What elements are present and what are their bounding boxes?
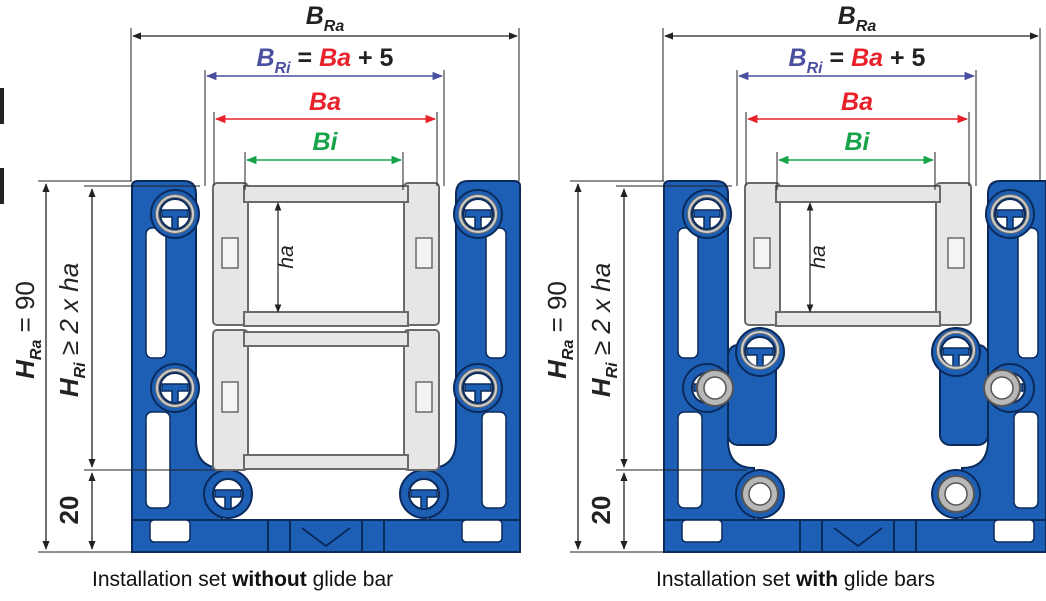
right-hra-label: HRa = 90 (542, 281, 577, 379)
left-caption: Installation set without glide bar (92, 568, 393, 592)
right-caption-pre: Installation set (656, 568, 797, 591)
left-bra-label: BRa (306, 2, 345, 35)
right-caption-post: glide bars (838, 568, 935, 591)
left-caption-pre: Installation set (92, 568, 233, 591)
right-twenty-label: 20 (586, 496, 616, 525)
right-assembly (570, 28, 1046, 553)
right-ba-label: Ba (841, 88, 873, 116)
right-centre-clamp (799, 519, 917, 553)
right-bri-formula: BRi = Ba + 5 (789, 44, 926, 77)
right-bra-label: BRa (838, 2, 877, 35)
left-caption-bold: without (232, 568, 307, 591)
left-chain-upper (212, 182, 440, 327)
left-chain-lower (212, 329, 440, 471)
left-twenty-label: 20 (54, 496, 84, 525)
left-bi-label: Bi (313, 128, 339, 156)
left-assembly (38, 28, 521, 553)
right-caption: Installation set with glide bars (656, 568, 935, 592)
left-hri-label: HRi ≥ 2 x ha (54, 263, 89, 397)
left-ba-label: Ba (309, 88, 341, 116)
right-ha-label: ha (807, 245, 830, 268)
right-hri-label: HRi ≥ 2 x ha (586, 263, 621, 397)
left-ha-label: ha (275, 245, 298, 268)
left-hra-label: HRa = 90 (10, 281, 45, 379)
left-bri-formula: BRi = Ba + 5 (257, 44, 394, 77)
left-caption-post: glide bar (306, 568, 394, 591)
right-bi-label: Bi (845, 128, 871, 156)
right-caption-bold: with (796, 568, 839, 591)
right-chain (744, 182, 972, 327)
